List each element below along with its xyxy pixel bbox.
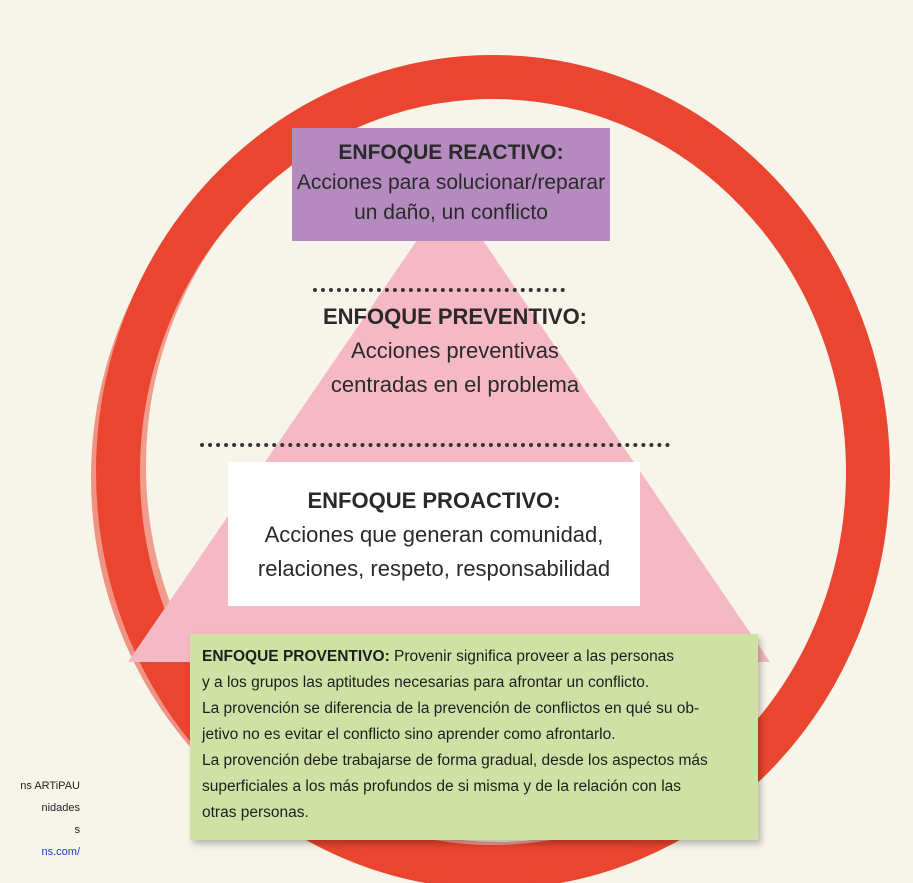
proactive-approach-box: ENFOQUE PROACTIVO: Acciones que generan … bbox=[228, 462, 640, 606]
preventive-title: ENFOQUE PREVENTIVO: bbox=[322, 304, 588, 329]
preventive-line-2: centradas en el problema bbox=[330, 372, 580, 397]
proventive-line-7: otras personas. bbox=[202, 804, 309, 821]
proactive-line-2: relaciones, respeto, responsabilidad bbox=[257, 556, 611, 581]
proventive-approach-box: ENFOQUE PROVENTIVO: Provenir significa p… bbox=[190, 634, 758, 840]
credits-line-3: s bbox=[74, 824, 81, 836]
proventive-line-4: jetivo no es evitar el conflicto sino ap… bbox=[202, 726, 616, 743]
preventive-line-1: Acciones preventivas bbox=[351, 338, 559, 363]
reactive-title: ENFOQUE REACTIVO: bbox=[338, 141, 564, 164]
credits-line-1: ns ARTiPAU bbox=[20, 780, 80, 792]
dotted-divider-2 bbox=[200, 443, 670, 447]
proventive-title: ENFOQUE PROVENTIVO: bbox=[202, 648, 390, 665]
enso-ring bbox=[91, 55, 890, 883]
credits-text: ns ARTiPAU nidades s ns.com/ bbox=[0, 775, 80, 863]
proventive-line-5: La provención debe trabajarse de forma g… bbox=[202, 752, 708, 769]
proventive-line-6: superficiales a los más profundos de si … bbox=[202, 778, 682, 795]
proventive-line-2: y a los grupos las aptitudes necesarias … bbox=[202, 674, 650, 691]
proactive-line-1: Acciones que generan comunidad, bbox=[264, 522, 604, 547]
proventive-line-1: ENFOQUE PROVENTIVO: Provenir significa p… bbox=[202, 644, 746, 670]
reactive-line-2: un daño, un conflicto bbox=[354, 201, 548, 224]
reactive-line-1: Acciones para solucionar/reparar bbox=[296, 171, 606, 194]
proventive-line-1-text: Provenir significa proveer a las persona… bbox=[389, 648, 675, 665]
credits-line-2: nidades bbox=[41, 802, 80, 814]
reactive-approach-box: ENFOQUE REACTIVO: Acciones para solucion… bbox=[292, 128, 610, 241]
preventive-approach-text: ENFOQUE PREVENTIVO: Acciones preventivas… bbox=[250, 300, 660, 402]
proventive-line-3: La provención se diferencia de la preven… bbox=[202, 700, 700, 717]
proactive-title: ENFOQUE PROACTIVO: bbox=[307, 488, 561, 513]
credits-link[interactable]: ns.com/ bbox=[41, 846, 80, 858]
dotted-divider-1 bbox=[313, 288, 565, 292]
